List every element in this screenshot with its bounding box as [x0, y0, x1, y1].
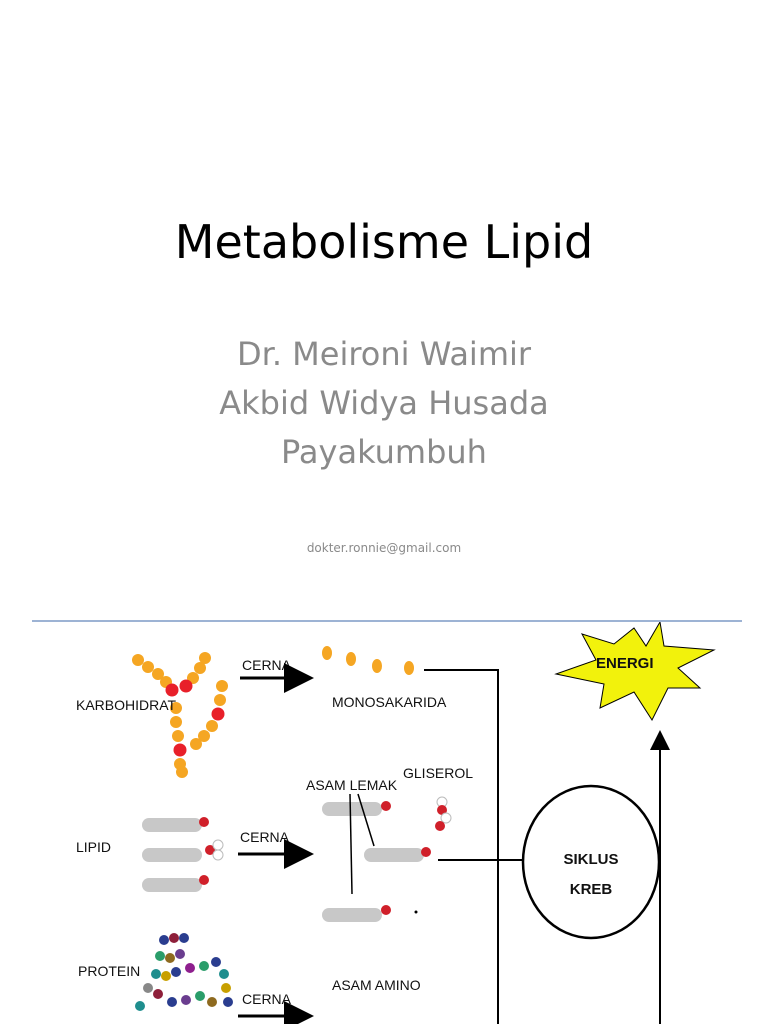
label-kreb: KREB: [570, 881, 613, 898]
connector-monosakarida: [424, 669, 499, 1024]
label-cerna-lipid: CERNA: [240, 829, 290, 845]
slide-subtitle: Dr. Meironi Waimir Akbid Widya Husada Pa…: [0, 330, 768, 477]
label-lipid: LIPID: [76, 839, 111, 855]
label-karbohidrat: KARBOHIDRAT: [76, 697, 177, 713]
subtitle-line-city: Payakumbuh: [281, 433, 487, 471]
subtitle-line-author: Dr. Meironi Waimir: [236, 335, 532, 373]
label-protein: PROTEIN: [78, 963, 140, 979]
subtitle-line-institution: Akbid Widya Husada: [219, 384, 549, 422]
protein-molecule-icon: [135, 933, 233, 1011]
label-energi: ENERGI: [596, 655, 654, 672]
label-asam-lemak: ASAM LEMAK: [306, 777, 398, 793]
lipid-molecule-icon: [142, 817, 224, 892]
author-email: dokter.ronnie@gmail.com: [306, 541, 462, 555]
pointer-asam-lemak-b: [357, 793, 375, 847]
label-cerna-karbohidrat: CERNA: [242, 657, 292, 673]
label-asam-amino: ASAM AMINO: [332, 977, 421, 993]
slide-title: Metabolisme Lipid: [174, 215, 594, 269]
label-gliserol: GLISEROL: [403, 765, 473, 781]
energi-burst-icon: [554, 622, 716, 722]
gliserol-icon: [435, 796, 452, 831]
metabolism-diagram: KARBOHIDRAT CERNA MONOSAKARIDA LIPID CER…: [76, 622, 716, 1024]
pointer-asam-lemak-a: [349, 793, 353, 895]
label-monosakarida: MONOSAKARIDA: [332, 694, 447, 710]
label-cerna-protein: CERNA: [242, 991, 292, 1007]
slide-divider: [32, 620, 742, 622]
karbohidrat-molecule-icon: [132, 652, 228, 778]
label-siklus: SIKLUS: [563, 851, 618, 868]
monosakarida-icon: [322, 646, 414, 675]
asam-lemak-icon: [322, 801, 431, 922]
